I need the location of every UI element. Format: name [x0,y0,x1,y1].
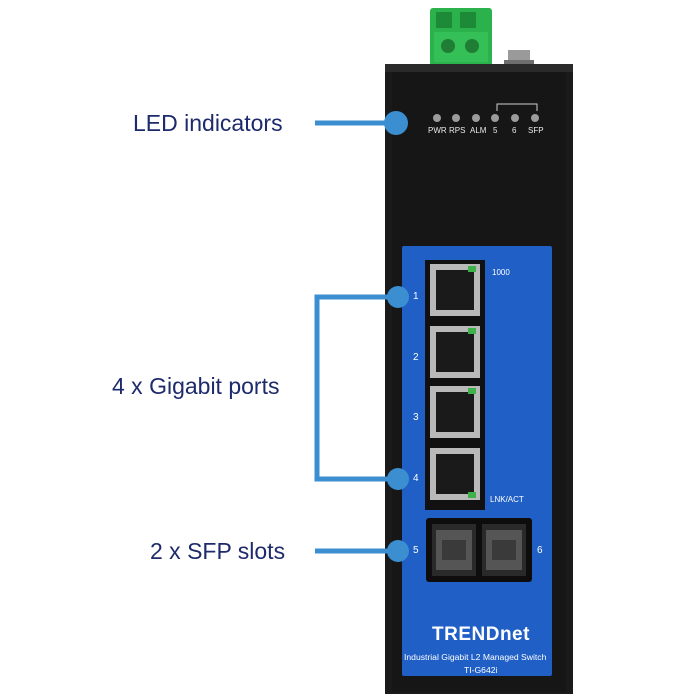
port-led [468,388,476,394]
led-label-6: 6 [512,126,517,135]
port-number-3: 3 [413,412,419,423]
sfp-callout-label: 2 x SFP slots [150,538,286,564]
rj45-port-opening [436,270,474,310]
port-number-1: 1 [413,291,419,302]
product-name: Industrial Gigabit L2 Managed Switch [404,652,547,662]
led-row [433,103,539,122]
sfp-number-5: 5 [413,545,419,556]
port-number-2: 2 [413,352,419,363]
port-number-4: 4 [413,473,419,484]
ports-callout-label: 4 x Gigabit ports [112,373,280,399]
led-label-rps: RPS [449,126,466,135]
rj45-port-opening [436,392,474,432]
callout-dots [384,111,409,562]
port-led [468,492,476,498]
speed-label: 1000 [492,268,510,277]
sfp-cage [426,518,532,582]
brand-logo: TRENDnet [432,624,530,645]
rj45-ports [425,260,485,510]
model-number: TI-G642i [464,665,498,675]
callout-lines [314,120,398,554]
led-label-sfp: SFP [528,126,544,135]
terminal-block [430,8,492,66]
port-led [468,328,476,334]
rj45-port-opening [436,454,474,494]
led-label-pwr: PWR [428,126,447,135]
led-callout-label: LED indicators [133,110,283,136]
port-led [468,266,476,272]
led-label-5: 5 [493,126,498,135]
led-label-alm: ALM [470,126,487,135]
rj45-port-opening [436,332,474,372]
sfp-number-6: 6 [537,545,543,556]
link-label: LNK/ACT [490,495,524,504]
